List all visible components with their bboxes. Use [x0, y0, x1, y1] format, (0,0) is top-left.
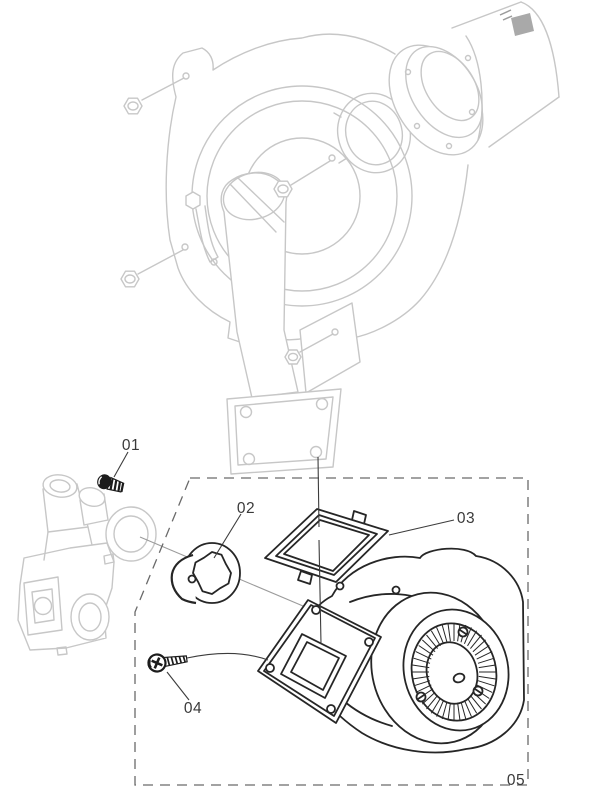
valve-coil-cap [42, 474, 78, 498]
valve-flange-outer [105, 506, 157, 562]
hex-nut [284, 349, 302, 365]
leader-03 [388, 519, 455, 536]
scroll-bolt-boss [335, 581, 345, 591]
leader-04 [166, 671, 190, 701]
motor-label-sticker [511, 13, 534, 36]
hex-nut [120, 270, 140, 288]
part-01-screw-plug [97, 474, 125, 493]
ghost-burner-assembly [120, 1, 560, 475]
motor-hub [425, 641, 479, 705]
scroll-bolt-boss [391, 585, 401, 595]
callout-01: 01 [122, 437, 140, 454]
kit-boundary-dashed-box [134, 477, 529, 786]
gasket-inner-notched-edge [192, 551, 232, 595]
leader-01 [113, 451, 129, 478]
assembly-axis-line [317, 456, 322, 645]
base-plate [226, 388, 342, 475]
frame-tab-bottom [297, 570, 313, 585]
blower-inlet-flange [257, 599, 382, 724]
motor-shaft-hole [452, 672, 466, 684]
part-04-phillips-screw [147, 653, 188, 673]
gusset-plate [299, 302, 361, 394]
callout-02: 02 [237, 500, 255, 517]
support-column [220, 172, 299, 399]
screw-04-target-curve [186, 652, 269, 661]
leader-02 [213, 513, 242, 559]
part-05-blower [257, 547, 525, 754]
ignition-bracket [185, 191, 219, 266]
motor-knurl-outer-ring [410, 622, 498, 722]
nut-leader-lines [137, 77, 334, 353]
callout-04: 04 [184, 700, 202, 717]
callout-leader-lines [113, 451, 455, 701]
motor-label-text-lines [499, 9, 513, 21]
ghost-motor [388, 1, 560, 156]
housing-flange-outline [165, 33, 469, 353]
part-02-ring-gasket [170, 542, 241, 605]
hex-nut [273, 180, 293, 198]
housing-face-inner-circle [206, 100, 398, 292]
motor-face-screws [415, 626, 484, 703]
mounting-nuts [120, 72, 339, 365]
support-column-hatch [229, 177, 285, 233]
gasket-tab [170, 553, 197, 605]
hex-nut [123, 97, 143, 115]
callout-03: 03 [457, 510, 475, 527]
valve-inlet-plate [23, 576, 63, 636]
ghost-gas-valve [17, 474, 157, 656]
valve-lower-flange [70, 593, 110, 641]
callout-05: 05 [507, 772, 525, 789]
part-03-frame-gasket [264, 508, 389, 585]
